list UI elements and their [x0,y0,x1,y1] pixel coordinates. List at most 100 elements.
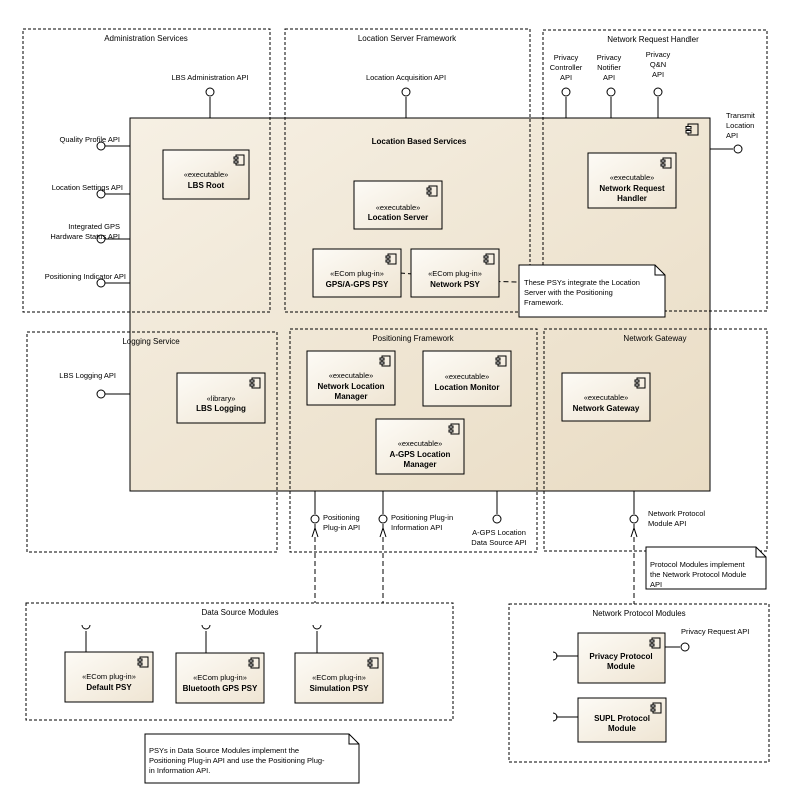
gps-psy-name: GPS/A-GPS PSY [326,280,389,289]
component-icon [233,154,245,166]
privacy-notifier-api-label-2: Notifier [597,63,621,72]
quality-profile-api-interface[interactable] [96,141,106,151]
location-server-framework-title: Location Server Framework [358,34,457,43]
data-source-modules-package [25,602,454,721]
psy-note: These PSYs integrate the Location Server… [518,264,666,318]
network-gateway-name: Network Gateway [573,404,640,413]
datasource-note-line-2: Positioning Plug-in API and use the Posi… [149,756,325,765]
lbs-logging-api-label: LBS Logging API [59,371,116,380]
privacy-notifier-api-interface[interactable] [606,87,616,97]
component-icon [634,377,646,389]
data-source-modules-title: Data Source Modules [202,608,279,617]
integrated-gps-api-interface[interactable] [96,234,106,244]
component-icon [495,355,507,367]
default-psy-name: Default PSY [86,683,132,692]
positioning-plugin-info-api-interface[interactable] [378,514,388,524]
privacy-request-api-interface[interactable] [680,642,690,652]
network-request-handler-title: Network Request Handler [607,35,699,44]
administration-services-title: Administration Services [104,34,188,43]
privacy-controller-api-label-3: API [560,73,572,82]
privacy-controller-api-label-2: Controller [550,63,583,72]
lbs-admin-api-label: LBS Administration API [171,73,248,82]
lbs-admin-api-interface[interactable] [205,87,215,97]
component-icon [483,253,495,265]
bluetooth-gps-psy-stereotype: «ECom plug-in» [193,673,247,682]
quality-profile-api-label: Quality Profile API [60,135,120,144]
component-icon [448,423,460,435]
supl-protocol-module-component[interactable]: SUPL Protocol Module [577,697,667,743]
positioning-plugin-info-api-label-1: Positioning Plug-in [391,513,453,522]
protocol-note: Protocol Modules implement the Network P… [645,546,767,590]
network-request-handler-name-2: Handler [617,194,647,203]
component-icon [685,123,699,136]
location-acquisition-api-label: Location Acquisition API [366,73,446,82]
location-settings-api-interface[interactable] [96,189,106,199]
privacy-controller-api-interface[interactable] [561,87,571,97]
positioning-plugin-api-interface[interactable] [310,514,320,524]
privacy-protocol-module-name-2: Module [607,662,636,671]
supl-protocol-socket [552,712,558,722]
positioning-framework-title: Positioning Framework [372,334,454,343]
datasource-note-line-3: in Information API. [149,766,210,775]
positioning-plugin-api-socket [311,524,319,538]
network-gateway-stereotype: «executable» [584,393,629,402]
positioning-indicator-api-interface[interactable] [96,278,106,288]
positioning-indicator-api-label: Positioning Indicator API [45,272,126,281]
protocol-note-line-1: Protocol Modules implement [650,560,746,569]
network-location-manager-component[interactable]: «executable» Network Location Manager [306,350,396,406]
privacy-qn-api-interface[interactable] [653,87,663,97]
location-acquisition-api-interface[interactable] [401,87,411,97]
privacy-notifier-api-label-1: Privacy [597,53,622,62]
bluetooth-gps-psy-name: Bluetooth GPS PSY [183,684,258,693]
network-gateway-title: Network Gateway [623,334,686,343]
positioning-plugin-info-api-label-2: Information API [391,523,442,532]
psy-note-line-2: Server with the Positioning [524,288,613,297]
datasource-note: PSYs in Data Source Modules implement th… [144,733,360,784]
agps-location-data-source-api-interface[interactable] [492,514,502,524]
bluetooth-gps-psy-socket [201,624,211,630]
privacy-qn-api-label-2: Q&N [650,60,666,69]
transmit-location-api-interface[interactable] [733,144,743,154]
logging-service-title: Logging Service [122,337,180,346]
agps-location-manager-name-2: Manager [404,460,437,469]
privacy-qn-api-label-3: API [652,70,664,79]
supl-protocol-module-name-2: Module [608,724,637,733]
location-monitor-name: Location Monitor [435,383,500,392]
default-psy-socket [81,624,91,630]
network-location-manager-name-1: Network Location [317,382,384,391]
network-protocol-module-api-label-2: Module API [648,519,686,528]
main-component-title: Location Based Services [372,137,467,146]
simulation-psy-stereotype: «ECom plug-in» [312,673,366,682]
component-icon [248,657,260,669]
network-request-handler-name-1: Network Request [599,184,665,193]
network-location-manager-stereotype: «executable» [329,371,374,380]
network-request-handler-stereotype: «executable» [610,173,655,182]
network-psy-name: Network PSY [430,280,480,289]
integrated-gps-api-label-2: Hardware Status API [50,232,120,241]
lbs-logging-stereotype: «library» [207,394,236,403]
simulation-psy-name: Simulation PSY [309,684,369,693]
location-server-stereotype: «executable» [376,203,421,212]
positioning-plugin-api-label-1: Positioning [323,513,360,522]
network-protocol-module-api-interface[interactable] [629,514,639,524]
simulation-psy-socket [312,624,322,630]
psy-note-line-3: Framework. [524,298,564,307]
network-protocol-modules-title: Network Protocol Modules [592,609,685,618]
logging-service-package [26,331,278,553]
location-monitor-stereotype: «executable» [445,372,490,381]
supl-protocol-module-name-1: SUPL Protocol [594,714,650,723]
agps-location-manager-name-1: A-GPS Location [390,450,451,459]
transmit-location-api-label-3: API [726,131,738,140]
protocol-note-line-2: the Network Protocol Module [650,570,746,579]
network-protocol-modules-package [508,603,770,763]
agps-data-source-api-label-1: A-GPS Location [472,528,526,537]
component-icon [249,377,261,389]
location-settings-api-label: Location Settings API [52,183,123,192]
gps-psy-stereotype: «ECom plug-in» [330,269,384,278]
lbs-logging-api-interface[interactable] [96,389,106,399]
component-icon [426,185,438,197]
lbs-root-stereotype: «executable» [184,170,229,179]
network-location-manager-name-2: Manager [335,392,368,401]
agps-data-source-api-label-2: Data Source API [471,538,526,547]
component-icon [137,656,149,668]
